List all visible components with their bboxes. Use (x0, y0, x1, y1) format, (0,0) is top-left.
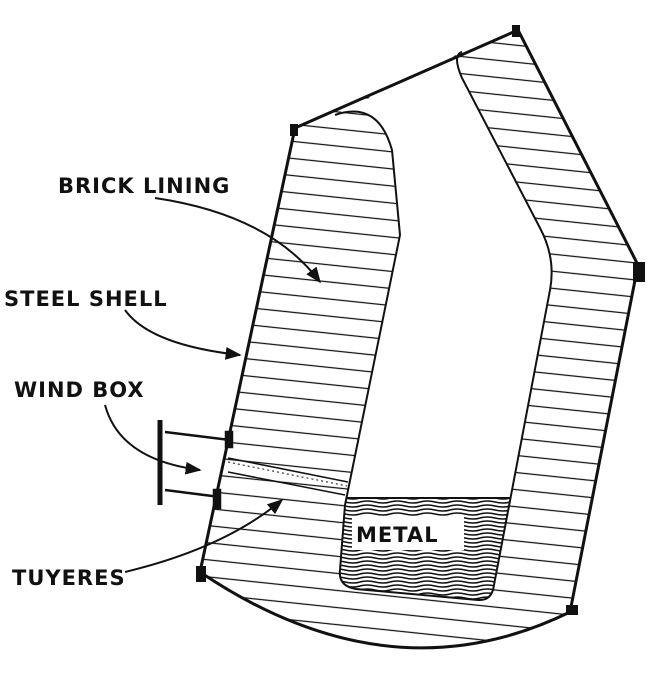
steel-shell-label: STEEL SHELL (4, 287, 168, 311)
shell-flanges (196, 25, 645, 615)
brick-lining-arrow (154, 197, 321, 284)
wind-box (157, 420, 234, 510)
brick-lining-label: BRICK LINING (58, 174, 230, 198)
tuyeres (227, 457, 349, 496)
tuyeres-arrow (124, 498, 284, 573)
brick-lining (200, 30, 638, 648)
steel-shell-arrow (124, 309, 242, 360)
wind-box-label: WIND BOX (14, 378, 145, 402)
metal-label: METAL (356, 523, 439, 547)
steel-shell (198, 28, 640, 650)
wind-box-arrow (104, 404, 202, 475)
tuyeres-label: TUYERES (12, 566, 126, 590)
